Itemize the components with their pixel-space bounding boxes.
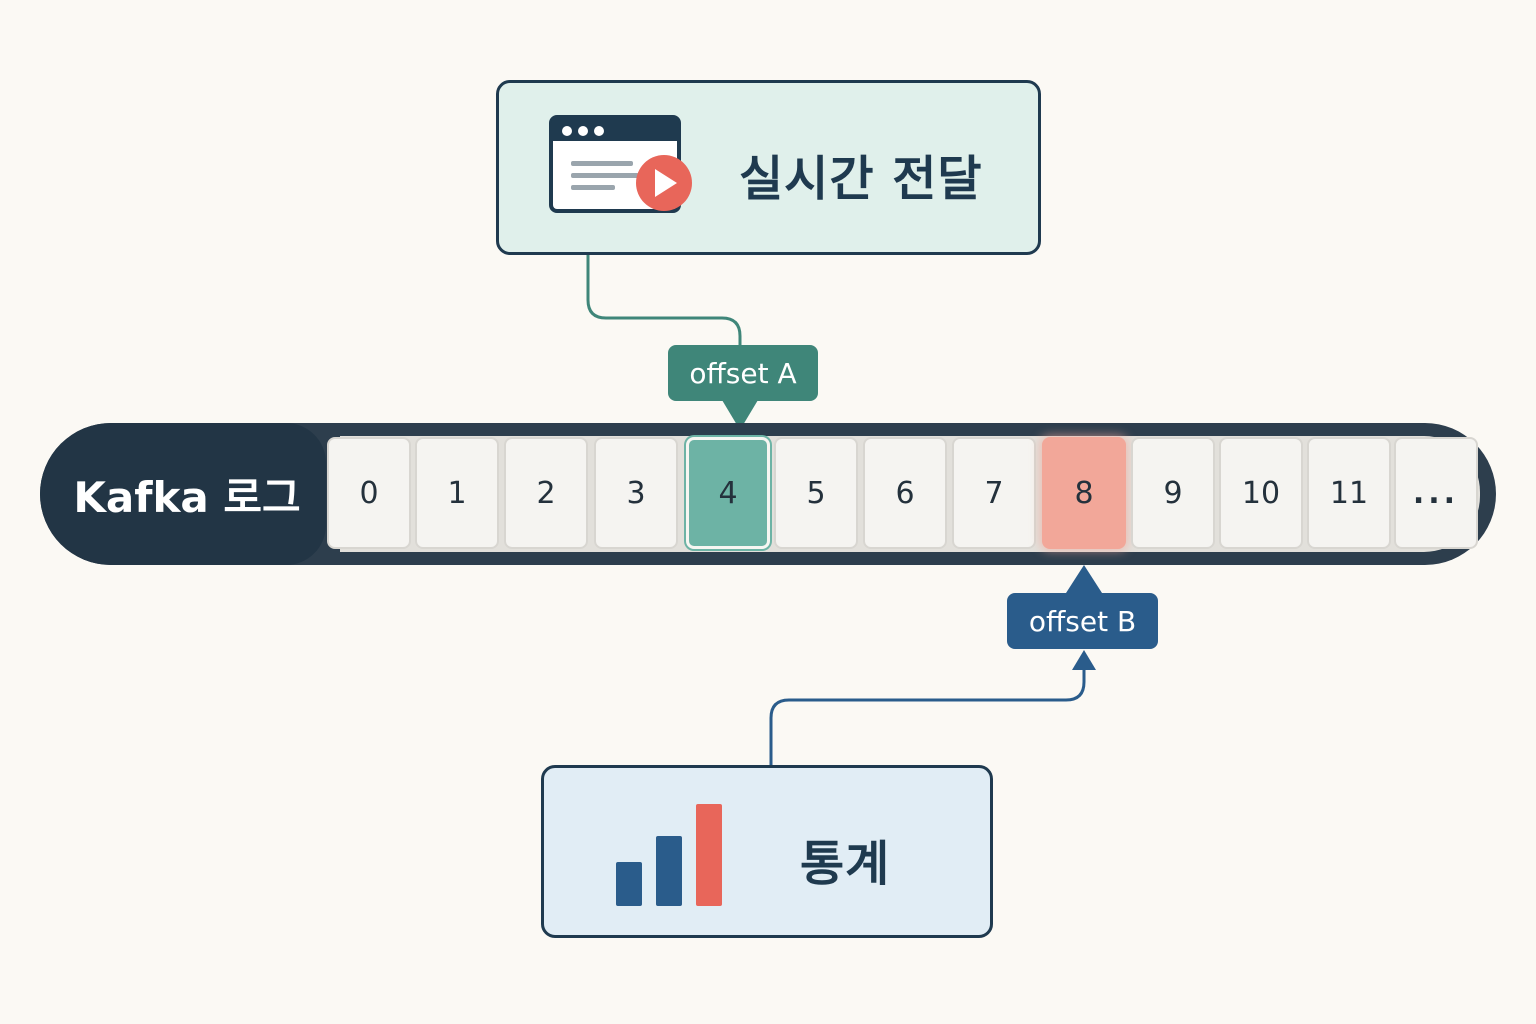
offset-b-arrowhead xyxy=(1072,650,1096,670)
kafka-log-label: Kafka 로그 xyxy=(40,423,326,565)
offset-a-tag: offset A xyxy=(668,345,818,401)
log-cell-2: 2 xyxy=(504,437,588,549)
statistics-title: 통계 xyxy=(800,836,891,892)
log-cell-10: 10 xyxy=(1219,437,1303,549)
log-cell-ellipsis: ... xyxy=(1394,437,1478,549)
log-cell-1: 1 xyxy=(415,437,499,549)
realtime-delivery-box: 실시간 전달 xyxy=(496,80,1041,255)
log-cell-4-offset-a: 4 xyxy=(686,437,770,549)
statistics-box: 통계 xyxy=(541,765,993,938)
realtime-delivery-title: 실시간 전달 xyxy=(739,151,983,207)
log-cell-3: 3 xyxy=(594,437,678,549)
log-cell-7: 7 xyxy=(952,437,1036,549)
offset-b-pointer xyxy=(1066,565,1102,593)
log-cell-5: 5 xyxy=(774,437,858,549)
log-cell-11: 11 xyxy=(1307,437,1391,549)
offset-a-pointer xyxy=(722,400,758,430)
log-cell-8-offset-b: 8 xyxy=(1042,437,1126,549)
browser-play-icon xyxy=(549,115,692,213)
log-cell-6: 6 xyxy=(863,437,947,549)
log-cell-9: 9 xyxy=(1131,437,1215,549)
bar-chart-icon xyxy=(616,804,722,906)
offset-b-tag: offset B xyxy=(1007,593,1158,649)
log-cell-0: 0 xyxy=(327,437,411,549)
